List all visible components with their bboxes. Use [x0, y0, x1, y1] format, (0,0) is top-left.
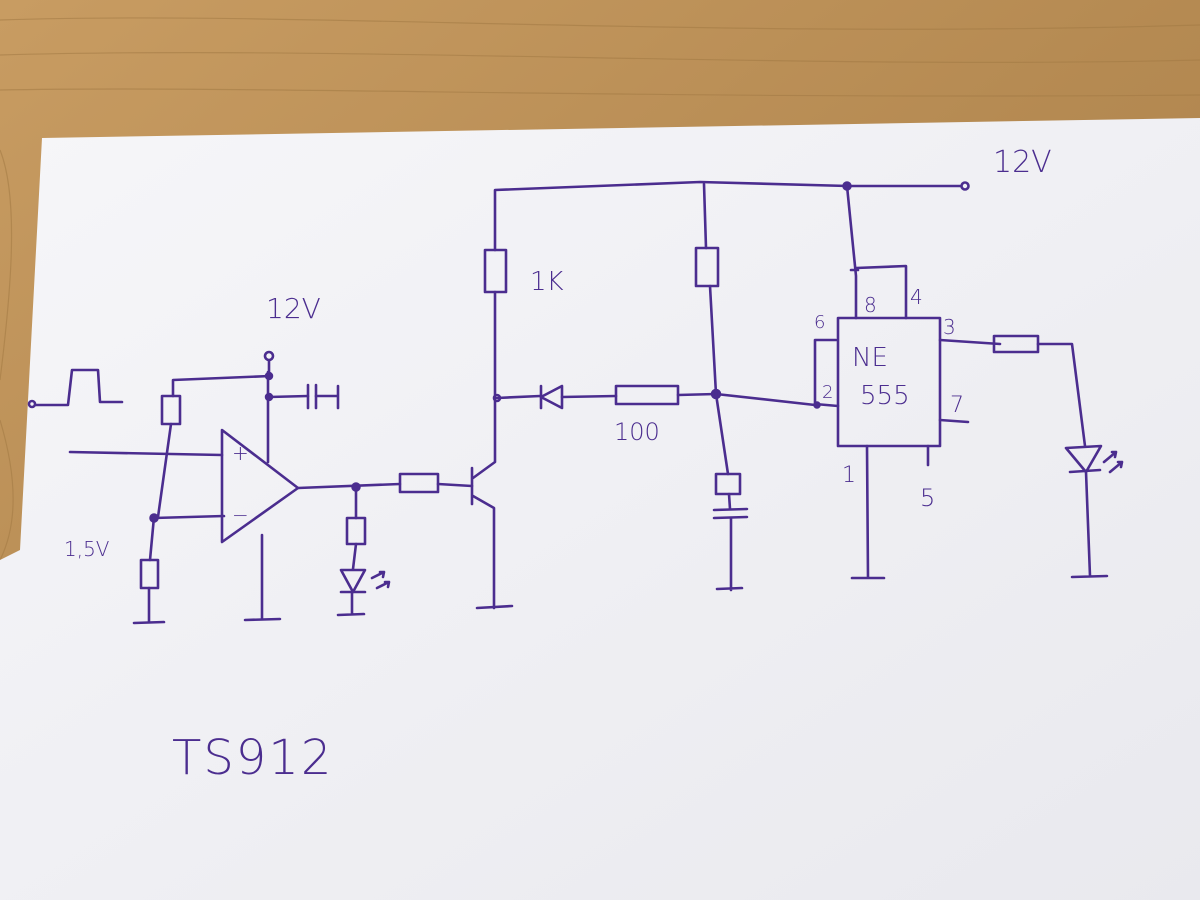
- transistor: [470, 180, 970, 610]
- label-ic-number: 555: [860, 381, 910, 411]
- label-opamp-part: TS912: [172, 730, 333, 786]
- trigger-path: [495, 384, 821, 410]
- label-pin-5: 5: [920, 484, 935, 512]
- ne555-ic: [813, 184, 1124, 580]
- label-pin-8: 8: [864, 293, 877, 317]
- rc-network: [694, 182, 749, 592]
- paper-sheet: [0, 118, 1200, 900]
- opamp-output-led: [296, 472, 474, 617]
- label-resistor-1k: 1K: [530, 267, 564, 297]
- label-supply-right: 12V: [993, 145, 1052, 180]
- label-opamp-minus: −: [232, 503, 249, 527]
- label-pin-3: 3: [943, 315, 956, 339]
- input-pulse-symbol: [27, 368, 124, 409]
- label-ic-name: NE: [852, 343, 888, 373]
- label-supply-left: 12V: [266, 292, 321, 325]
- label-pin-6: 6: [814, 312, 825, 333]
- led-left: [339, 568, 367, 594]
- ic-body: [836, 316, 942, 448]
- label-pin-1: 1: [842, 463, 856, 488]
- divider-network: [132, 374, 272, 625]
- wood-grain: [0, 17, 1200, 561]
- label-reference-voltage: 1,5V: [64, 537, 110, 561]
- label-pin-4: 4: [910, 285, 923, 309]
- label-resistor-100: 100: [614, 418, 660, 446]
- supply-terminal-right: [960, 181, 970, 191]
- label-opamp-plus: +: [232, 441, 249, 465]
- label-pin-2: 2: [822, 382, 833, 403]
- op-amp: [68, 350, 340, 622]
- led-right: [1064, 444, 1103, 474]
- pullup-resistor: [694, 246, 720, 288]
- label-pin-7: 7: [950, 393, 964, 418]
